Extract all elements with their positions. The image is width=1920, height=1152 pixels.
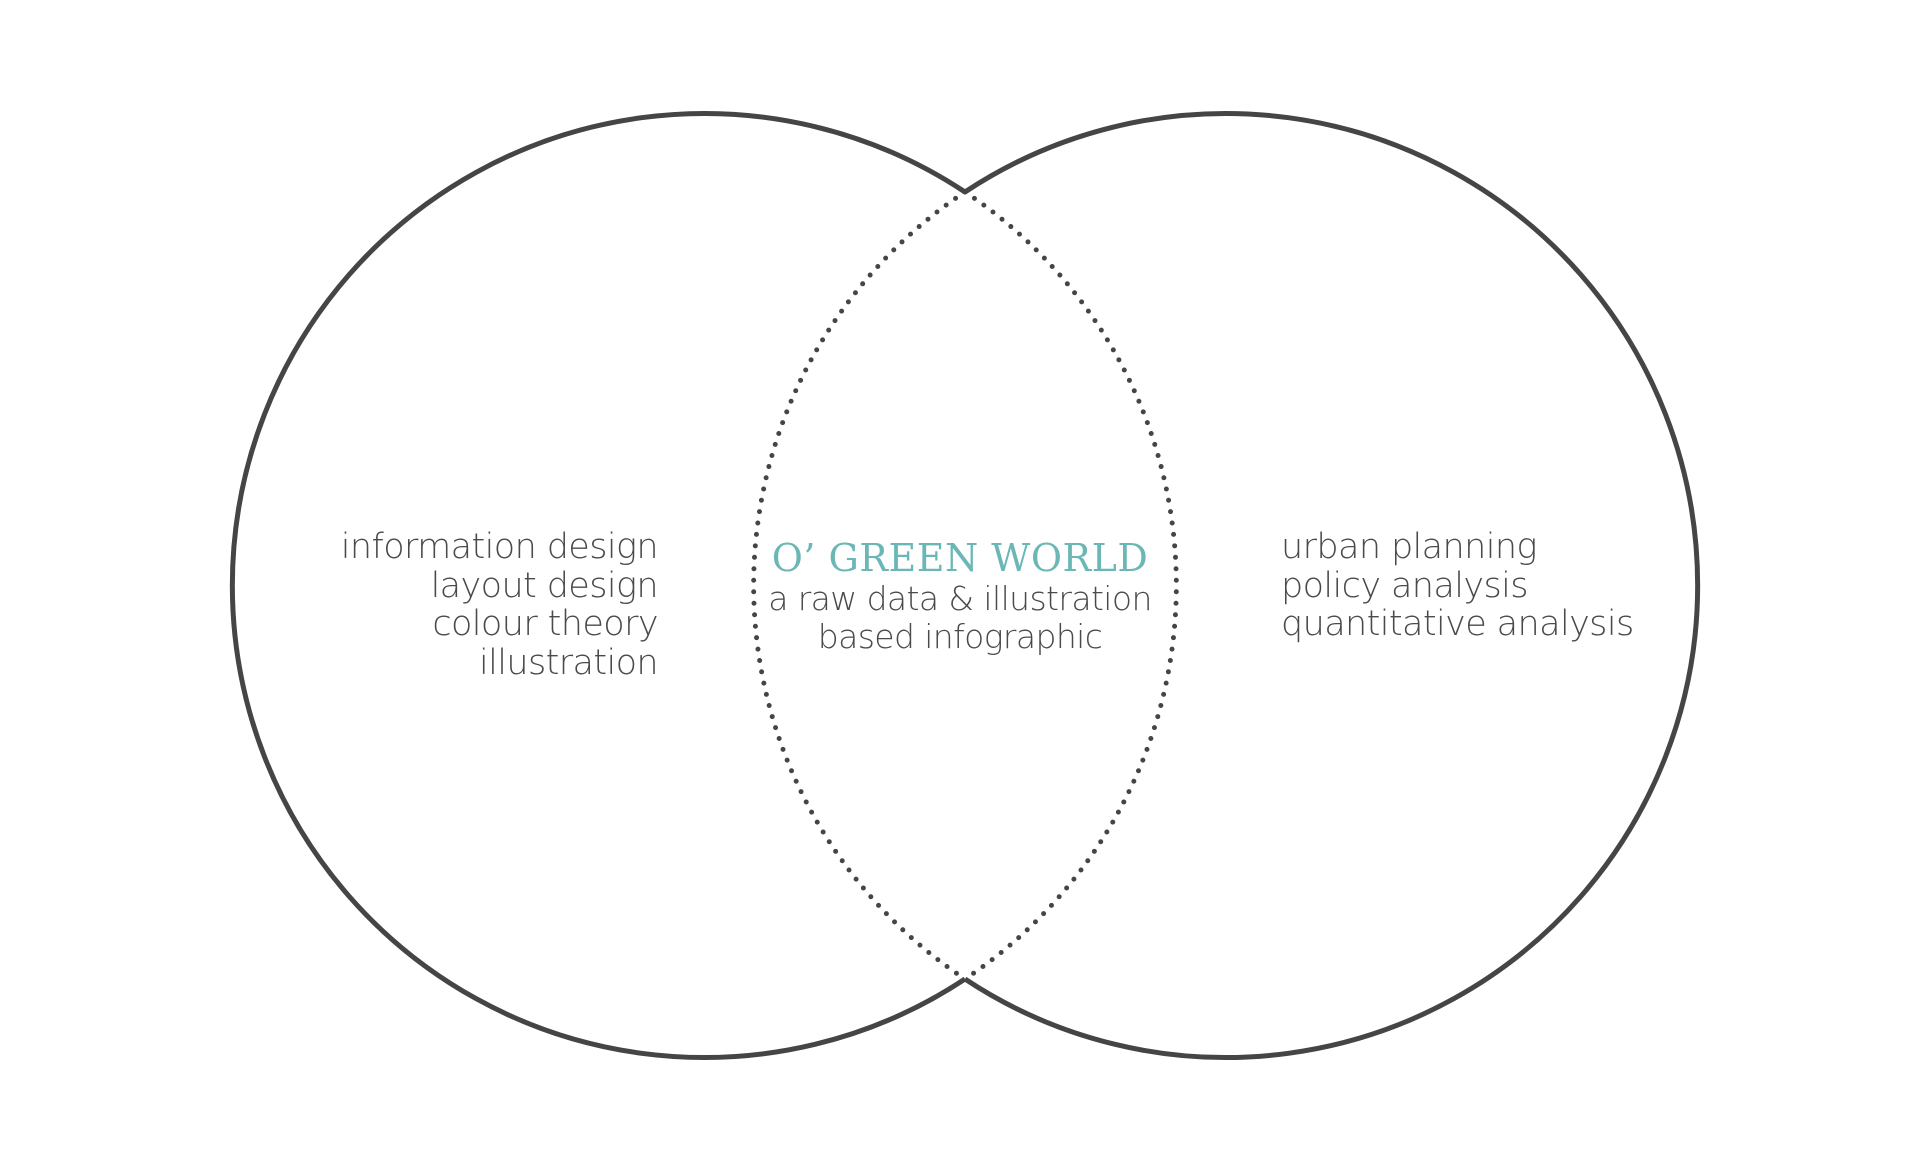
left-circle-skill-list: information design layout design colour …	[340, 527, 659, 683]
right-skill-item: urban planning	[1281, 527, 1537, 567]
left-circle-outline	[229, 111, 967, 1060]
left-skill-item: illustration	[479, 642, 659, 683]
right-skill-item: policy analysis	[1281, 565, 1528, 606]
right-circle-skill-list: urban planning policy analysis quantitat…	[1281, 528, 1634, 644]
left-skill-item: colour theory	[432, 604, 658, 644]
left-skill-item: information design	[340, 527, 659, 567]
intersection-title: O’ GREEN WORLD	[771, 536, 1149, 580]
right-skill-item: quantitative analysis	[1281, 604, 1634, 644]
intersection-subtitle-line: a raw data & illustration	[768, 579, 1152, 618]
right-circle-outline	[963, 111, 1701, 1060]
left-skill-item: layout design	[430, 565, 659, 606]
intersection-subtitle-line: based infographic	[817, 617, 1103, 656]
intersection-label: O’ GREEN WORLD a raw data & illustration…	[760, 536, 1160, 656]
